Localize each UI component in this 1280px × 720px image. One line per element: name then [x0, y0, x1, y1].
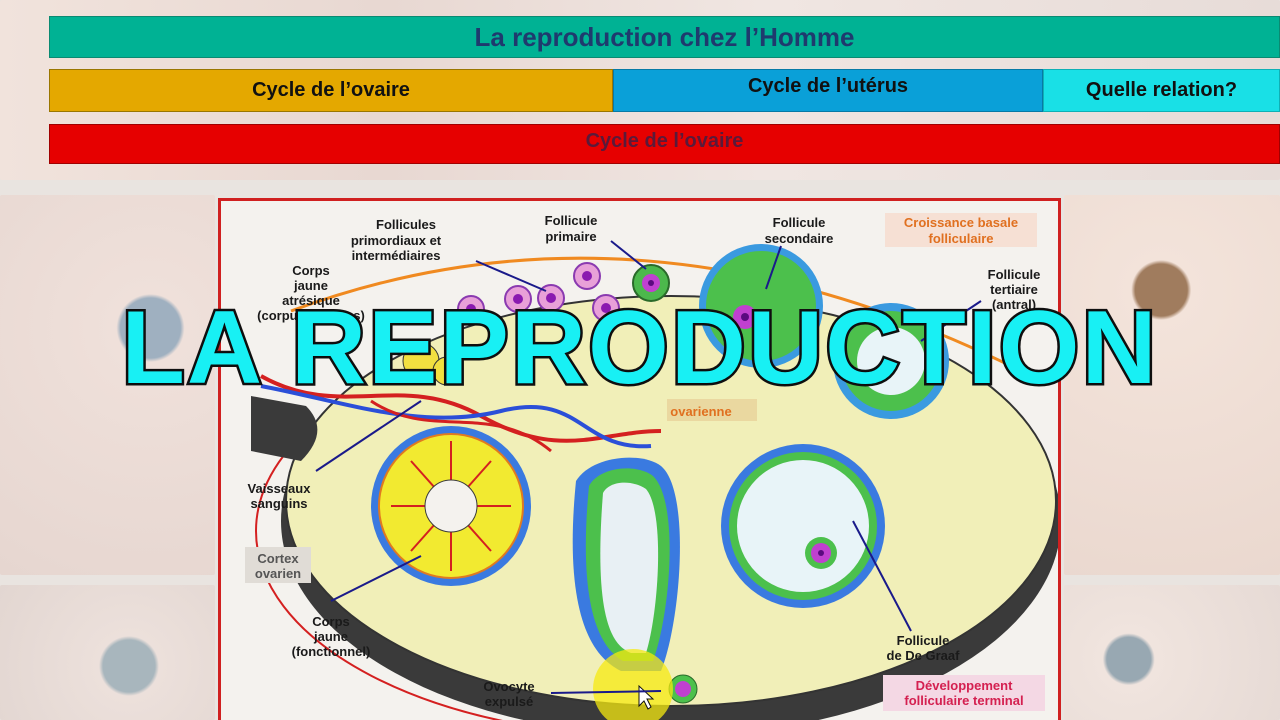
- graafian-follicle: [721, 444, 885, 608]
- label-tertiary-follicle-3: (antral): [992, 297, 1036, 312]
- page-title-bar: La reproduction chez l’Homme: [49, 16, 1280, 58]
- label-terminal-development-2: folliculaire terminal: [904, 693, 1023, 708]
- primordial-follicles: [457, 262, 620, 323]
- label-primordial-follicles-1: Follicules: [376, 217, 436, 232]
- tab-cycle-uterus-label: Cycle de l’utérus: [747, 75, 909, 97]
- ruptured-follicle: [572, 457, 680, 671]
- label-basal-growth-1: Croissance basale: [904, 215, 1018, 230]
- blood-vessel-red-2: [370, 399, 552, 453]
- label-bg-terminal-development: [883, 675, 1045, 711]
- corpus-luteum: [371, 426, 531, 586]
- label-primary-follicle-1: Follicule: [545, 213, 598, 228]
- background-photo-right: [1064, 195, 1280, 575]
- label-secondary-follicle-2: secondaire: [765, 231, 834, 246]
- ovary-diagram: Follicules primordiaux et intermédiaires…: [218, 198, 1061, 720]
- label-expelled-oocyte-1: Ovocyte: [483, 679, 534, 694]
- background-photo-left: [0, 195, 215, 575]
- corpus-albicans: [402, 342, 462, 386]
- label-secondary-follicle-1: Follicule: [773, 215, 826, 230]
- label-cortex-2: ovarien: [255, 566, 301, 581]
- label-bg-medulla: [667, 399, 757, 421]
- tertiary-follicle: [833, 303, 949, 419]
- label-cortex-1: Cortex: [257, 551, 299, 566]
- section-heading: Cycle de l’ovaire: [585, 129, 744, 152]
- label-primordial-follicles-2: primordiaux et: [351, 233, 442, 248]
- label-primordial-follicles-3: intermédiaires: [352, 248, 441, 263]
- section-heading-bar: Cycle de l’ovaire: [49, 124, 1280, 164]
- cursor-highlight: [593, 649, 673, 720]
- ovary-hilum: [251, 396, 318, 461]
- primary-follicle: [632, 264, 670, 302]
- overlay-title: LA REPRODUCTION: [119, 290, 1159, 406]
- label-blood-vessels-1: Vaisseaux: [248, 481, 312, 496]
- label-blood-vessels-2: sanguins: [250, 496, 307, 511]
- ovary-diagram-svg: Follicules primordiaux et intermédiaires…: [245, 213, 1058, 720]
- label-bg-cortex: [245, 547, 311, 583]
- label-terminal-development-1: Développement: [916, 678, 1013, 693]
- label-corpus-albicans-4: (corpus albicans): [257, 308, 365, 323]
- label-corpus-luteum-2: jaune: [313, 629, 348, 644]
- background-photo-right-bottom: [1064, 585, 1280, 720]
- label-medulla: ovarienne: [670, 404, 731, 419]
- label-expelled-oocyte-2: expulsé: [485, 694, 533, 709]
- tab-cycle-ovaire-label: Cycle de l’ovaire: [252, 79, 410, 101]
- tab-cycle-uterus[interactable]: Cycle de l’utérus: [613, 69, 1043, 112]
- label-graafian-follicle-1: Follicule: [897, 633, 950, 648]
- expelled-oocyte: [668, 674, 698, 704]
- background-photo-left-bottom: [0, 585, 215, 720]
- label-corpus-albicans-1: Corps: [292, 263, 330, 278]
- tab-cycle-ovaire[interactable]: Cycle de l’ovaire: [49, 69, 613, 112]
- label-corpus-luteum-1: Corps: [312, 614, 350, 629]
- label-tertiary-follicle-1: Follicule: [988, 267, 1041, 282]
- blood-vessel-blue-1: [260, 384, 652, 449]
- secondary-follicle: [699, 244, 823, 368]
- label-bg-basal-growth: [885, 213, 1037, 247]
- pointer-lines: [315, 240, 982, 694]
- label-corpus-albicans-3: atrésique: [282, 293, 340, 308]
- label-corpus-albicans-2: jaune: [293, 278, 328, 293]
- label-corpus-luteum-3: (fonctionnel): [292, 644, 371, 659]
- label-primary-follicle-2: primaire: [545, 229, 596, 244]
- label-tertiary-follicle-2: tertiaire: [990, 282, 1038, 297]
- tab-quelle-relation[interactable]: Quelle relation?: [1043, 69, 1280, 112]
- label-basal-growth-2: folliculaire: [928, 231, 993, 246]
- page-title: La reproduction chez l’Homme: [474, 21, 855, 52]
- tab-quelle-relation-label: Quelle relation?: [1085, 79, 1238, 101]
- label-graafian-follicle-2: de De Graaf: [887, 648, 961, 663]
